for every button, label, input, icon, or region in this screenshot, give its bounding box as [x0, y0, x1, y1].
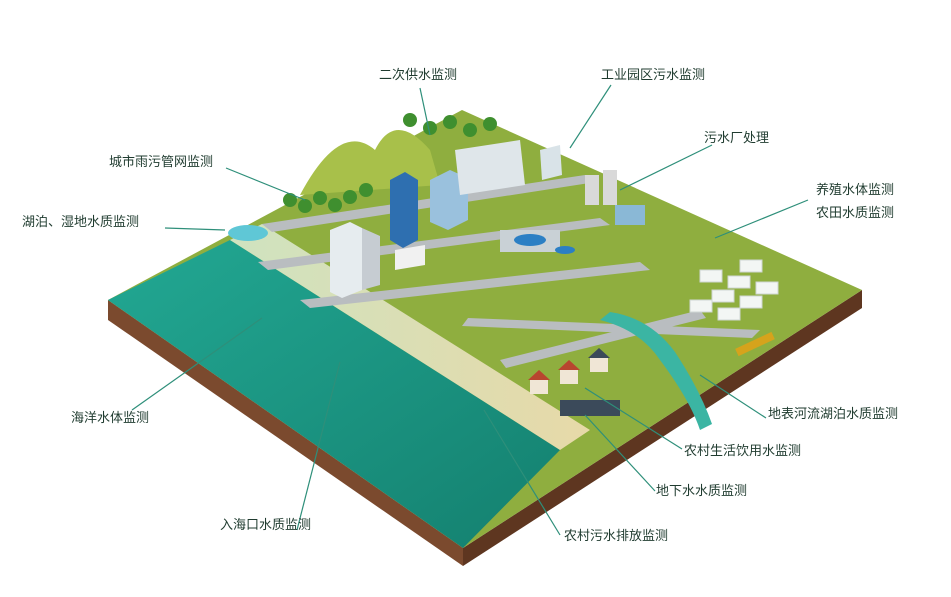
label-groundwater: 地下水水质监测 [656, 484, 748, 499]
label-aquaculture: 养殖水体监测 [816, 183, 895, 198]
groundwater-pipe [735, 331, 775, 357]
ground-block-soil [108, 290, 862, 566]
city-buildings [330, 140, 562, 298]
label-industrial-park-sewage: 工业园区污水监测 [601, 68, 706, 83]
label-surface-river-lake: 地表河流湖泊水质监测 [768, 407, 899, 422]
label-sewage-plant: 污水厂处理 [704, 131, 770, 146]
label-farmland: 农田水质监测 [816, 206, 895, 221]
trees [283, 113, 497, 213]
label-urban-storm-sewer: 城市雨污管网监测 [109, 155, 214, 170]
label-rural-drinking: 农村生活饮用水监测 [684, 444, 802, 459]
sewage-treatment-plant [500, 170, 645, 254]
greenhouses [689, 259, 779, 321]
label-ocean: 海洋水体监测 [71, 411, 150, 426]
river [600, 312, 712, 430]
label-rural-sewage: 农村污水排放监测 [564, 529, 669, 544]
leader-lines [131, 84, 809, 536]
beach-strip [230, 224, 590, 450]
lake [228, 225, 268, 241]
label-secondary-water-supply: 二次供水监测 [379, 68, 458, 83]
village-houses [528, 348, 620, 416]
label-estuary: 入海口水质监测 [220, 518, 312, 533]
sea-area [108, 240, 560, 548]
label-lake-wetland: 湖泊、湿地水质监测 [22, 215, 140, 230]
